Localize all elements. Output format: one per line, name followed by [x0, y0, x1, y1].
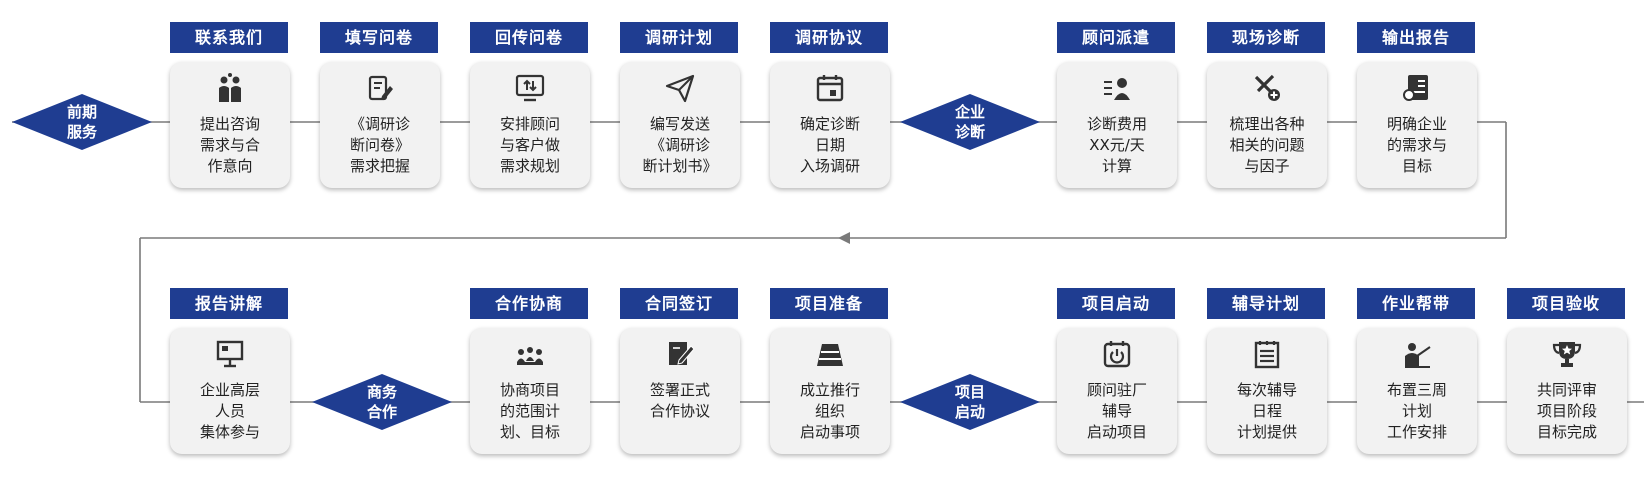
step-card: 成立推行 组织 启动事项: [770, 328, 890, 454]
step-title: 现场诊断: [1207, 22, 1325, 53]
schedule-list-icon: [1254, 341, 1280, 369]
flow-direction-arrow: [838, 232, 850, 244]
people-talk-icon: [219, 73, 241, 102]
phase-diamond: 前期 服务: [12, 94, 152, 150]
step-description: 提出咨询 需求与合 作意向: [199, 115, 260, 175]
tools-plus-icon: [1254, 74, 1280, 101]
step-title: 输出报告: [1357, 22, 1475, 53]
step-card: 顾问驻厂 辅导 启动项目: [1057, 328, 1177, 454]
step-card: 编写发送 《调研诊 断计划书》: [620, 62, 740, 188]
paper-plane-icon: [665, 74, 695, 103]
step-title: 合同签订: [620, 288, 738, 319]
step-card: 提出咨询 需求与合 作意向: [170, 62, 290, 188]
step-card: 协商项目 的范围计 划、目标: [470, 328, 590, 454]
step-title: 项目验收: [1507, 288, 1625, 319]
power-calendar-icon: [1103, 341, 1131, 368]
step-description: 共同评审 项目阶段 目标完成: [1536, 381, 1597, 441]
phase-label: 商务 合作: [366, 383, 397, 421]
step-title: 报告讲解: [170, 288, 288, 319]
step-description: 顾问驻厂 辅导 启动项目: [1086, 381, 1147, 441]
monitor-transfer-icon: [515, 74, 545, 102]
step-card: 确定诊断 日期 入场调研: [770, 62, 890, 188]
step-card: 梳理出各种 相关的问题 与因子: [1207, 62, 1327, 188]
step-card: 共同评审 项目阶段 目标完成: [1507, 328, 1627, 454]
step-title: 辅导计划: [1207, 288, 1325, 319]
step-title: 调研计划: [620, 22, 738, 53]
step-title: 项目准备: [770, 288, 888, 319]
presentation-board-icon: [216, 340, 244, 368]
phase-diamond-shape: [312, 374, 452, 430]
step-description: 协商项目 的范围计 划、目标: [499, 381, 560, 441]
trophy-star-icon: [1552, 342, 1582, 367]
step-title: 合作协商: [470, 288, 588, 319]
phase-diamond-shape: [900, 94, 1040, 150]
step-card: 明确企业 的需求与 目标: [1357, 62, 1477, 188]
step-description: 企业高层 人员 集体参与: [199, 381, 260, 441]
step-title: 填写问卷: [320, 22, 438, 53]
stacked-books-icon: [817, 344, 843, 366]
step-title: 作业帮带: [1357, 288, 1475, 319]
questionnaire-edit-icon: [368, 75, 393, 101]
phase-diamond: 企业 诊断: [900, 94, 1040, 150]
teacher-pointer-icon: [1405, 343, 1431, 368]
step-title: 联系我们: [170, 22, 288, 53]
step-description: 安排顾问 与客户做 需求规划: [499, 115, 560, 175]
step-card: 布置三周 计划 工作安排: [1357, 328, 1477, 454]
step-title: 顾问派遣: [1057, 22, 1175, 53]
step-description: 确定诊断 日期 入场调研: [799, 115, 860, 175]
phase-label: 企业 诊断: [954, 103, 985, 141]
step-description: 每次辅导 日程 计划提供: [1236, 381, 1297, 441]
phase-label: 前期 服务: [66, 103, 97, 141]
step-description: 布置三周 计划 工作安排: [1386, 381, 1447, 441]
step-description: 诊断费用 XX元/天 计算: [1086, 115, 1147, 175]
step-title: 项目启动: [1057, 288, 1175, 319]
step-description: 编写发送 《调研诊 断计划书》: [642, 115, 718, 175]
step-description: 梳理出各种 相关的问题 与因子: [1229, 115, 1305, 175]
step-description: 明确企业 的需求与 目标: [1386, 115, 1447, 175]
step-title: 调研协议: [770, 22, 888, 53]
step-title: 回传问卷: [470, 22, 588, 53]
step-description: 《调研诊 断问卷》 需求把握: [349, 115, 410, 175]
phase-diamond: 商务 合作: [312, 374, 452, 430]
consultant-list-icon: [1104, 78, 1130, 100]
step-card: 诊断费用 XX元/天 计算: [1057, 62, 1177, 188]
phase-diamond-shape: [12, 94, 152, 150]
step-card: 每次辅导 日程 计划提供: [1207, 328, 1327, 454]
step-card: 安排顾问 与客户做 需求规划: [470, 62, 590, 188]
phase-diamond-shape: [900, 374, 1040, 430]
step-description: 成立推行 组织 启动事项: [799, 381, 860, 441]
step-card: 《调研诊 断问卷》 需求把握: [320, 62, 440, 188]
phase-label: 项目 启动: [954, 383, 985, 421]
calendar-icon: [816, 75, 844, 102]
report-document-icon: [1403, 75, 1428, 101]
step-card: 企业高层 人员 集体参与: [170, 328, 290, 454]
contract-sign-icon: [669, 342, 695, 365]
step-description: 签署正式 合作协议: [649, 381, 710, 420]
meeting-group-icon: [517, 347, 543, 365]
step-card: 签署正式 合作协议: [620, 328, 740, 454]
phase-diamond: 项目 启动: [900, 374, 1040, 430]
